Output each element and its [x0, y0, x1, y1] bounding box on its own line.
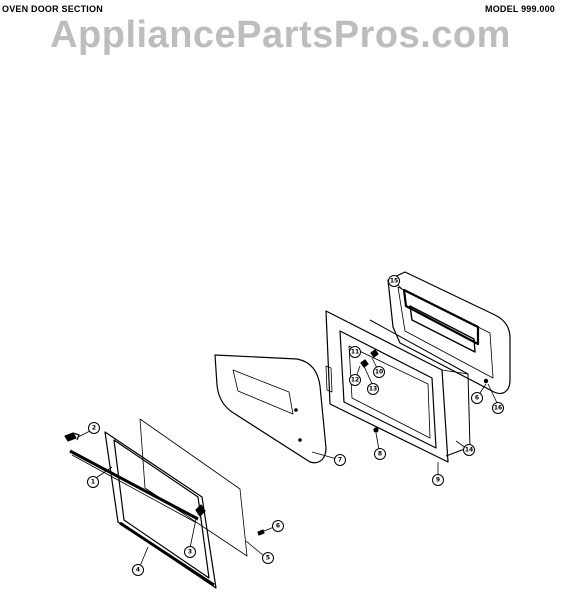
- svg-text:16: 16: [494, 405, 502, 412]
- small-hardware-parts: [257, 346, 489, 536]
- svg-text:1: 1: [91, 479, 95, 486]
- callout-11: 11: [349, 346, 361, 358]
- svg-text:10: 10: [375, 369, 383, 376]
- callout-6b: 6: [471, 392, 483, 404]
- leader-lines: [77, 282, 499, 567]
- door-glass-part: [139, 418, 248, 557]
- callout-2: 2: [88, 422, 100, 434]
- watermark-text: AppliancePartsPros.com: [50, 14, 511, 56]
- callout-10: 10: [373, 366, 385, 378]
- svg-text:11: 11: [351, 349, 359, 356]
- svg-text:7: 7: [338, 457, 342, 464]
- callout-7: 7: [334, 454, 346, 466]
- callout-12: 12: [349, 374, 361, 386]
- handle-bracket-part: [64, 432, 80, 442]
- callout-1: 1: [87, 476, 99, 488]
- door-handle-part: [69, 449, 206, 523]
- svg-text:13: 13: [369, 386, 377, 393]
- svg-text:2: 2: [92, 425, 96, 432]
- section-title: OVEN DOOR SECTION: [2, 4, 103, 14]
- callout-6: 6: [272, 520, 284, 532]
- svg-text:6: 6: [475, 395, 479, 402]
- inner-door-panel-part: [325, 310, 449, 463]
- callout-4: 4: [132, 564, 144, 576]
- svg-text:14: 14: [465, 447, 473, 454]
- callout-8: 8: [374, 448, 386, 460]
- svg-text:4: 4: [136, 567, 140, 574]
- callout-14: 14: [463, 444, 475, 456]
- svg-text:12: 12: [351, 377, 359, 384]
- svg-text:9: 9: [436, 477, 440, 484]
- callout-9: 9: [432, 474, 444, 486]
- callout-5: 5: [262, 552, 274, 564]
- door-frame-part: [104, 431, 217, 589]
- svg-text:5: 5: [266, 555, 270, 562]
- insulation-panel-part: [214, 354, 327, 464]
- callout-15: 15: [388, 275, 400, 287]
- model-number: MODEL 999.000: [485, 4, 555, 14]
- svg-text:8: 8: [378, 451, 382, 458]
- svg-text:15: 15: [390, 278, 398, 285]
- callout-3: 3: [184, 546, 196, 558]
- window-assembly-part: [387, 271, 511, 395]
- svg-text:3: 3: [188, 549, 192, 556]
- svg-text:6: 6: [276, 523, 280, 530]
- callout-16: 16: [492, 402, 504, 414]
- callout-13: 13: [367, 383, 379, 395]
